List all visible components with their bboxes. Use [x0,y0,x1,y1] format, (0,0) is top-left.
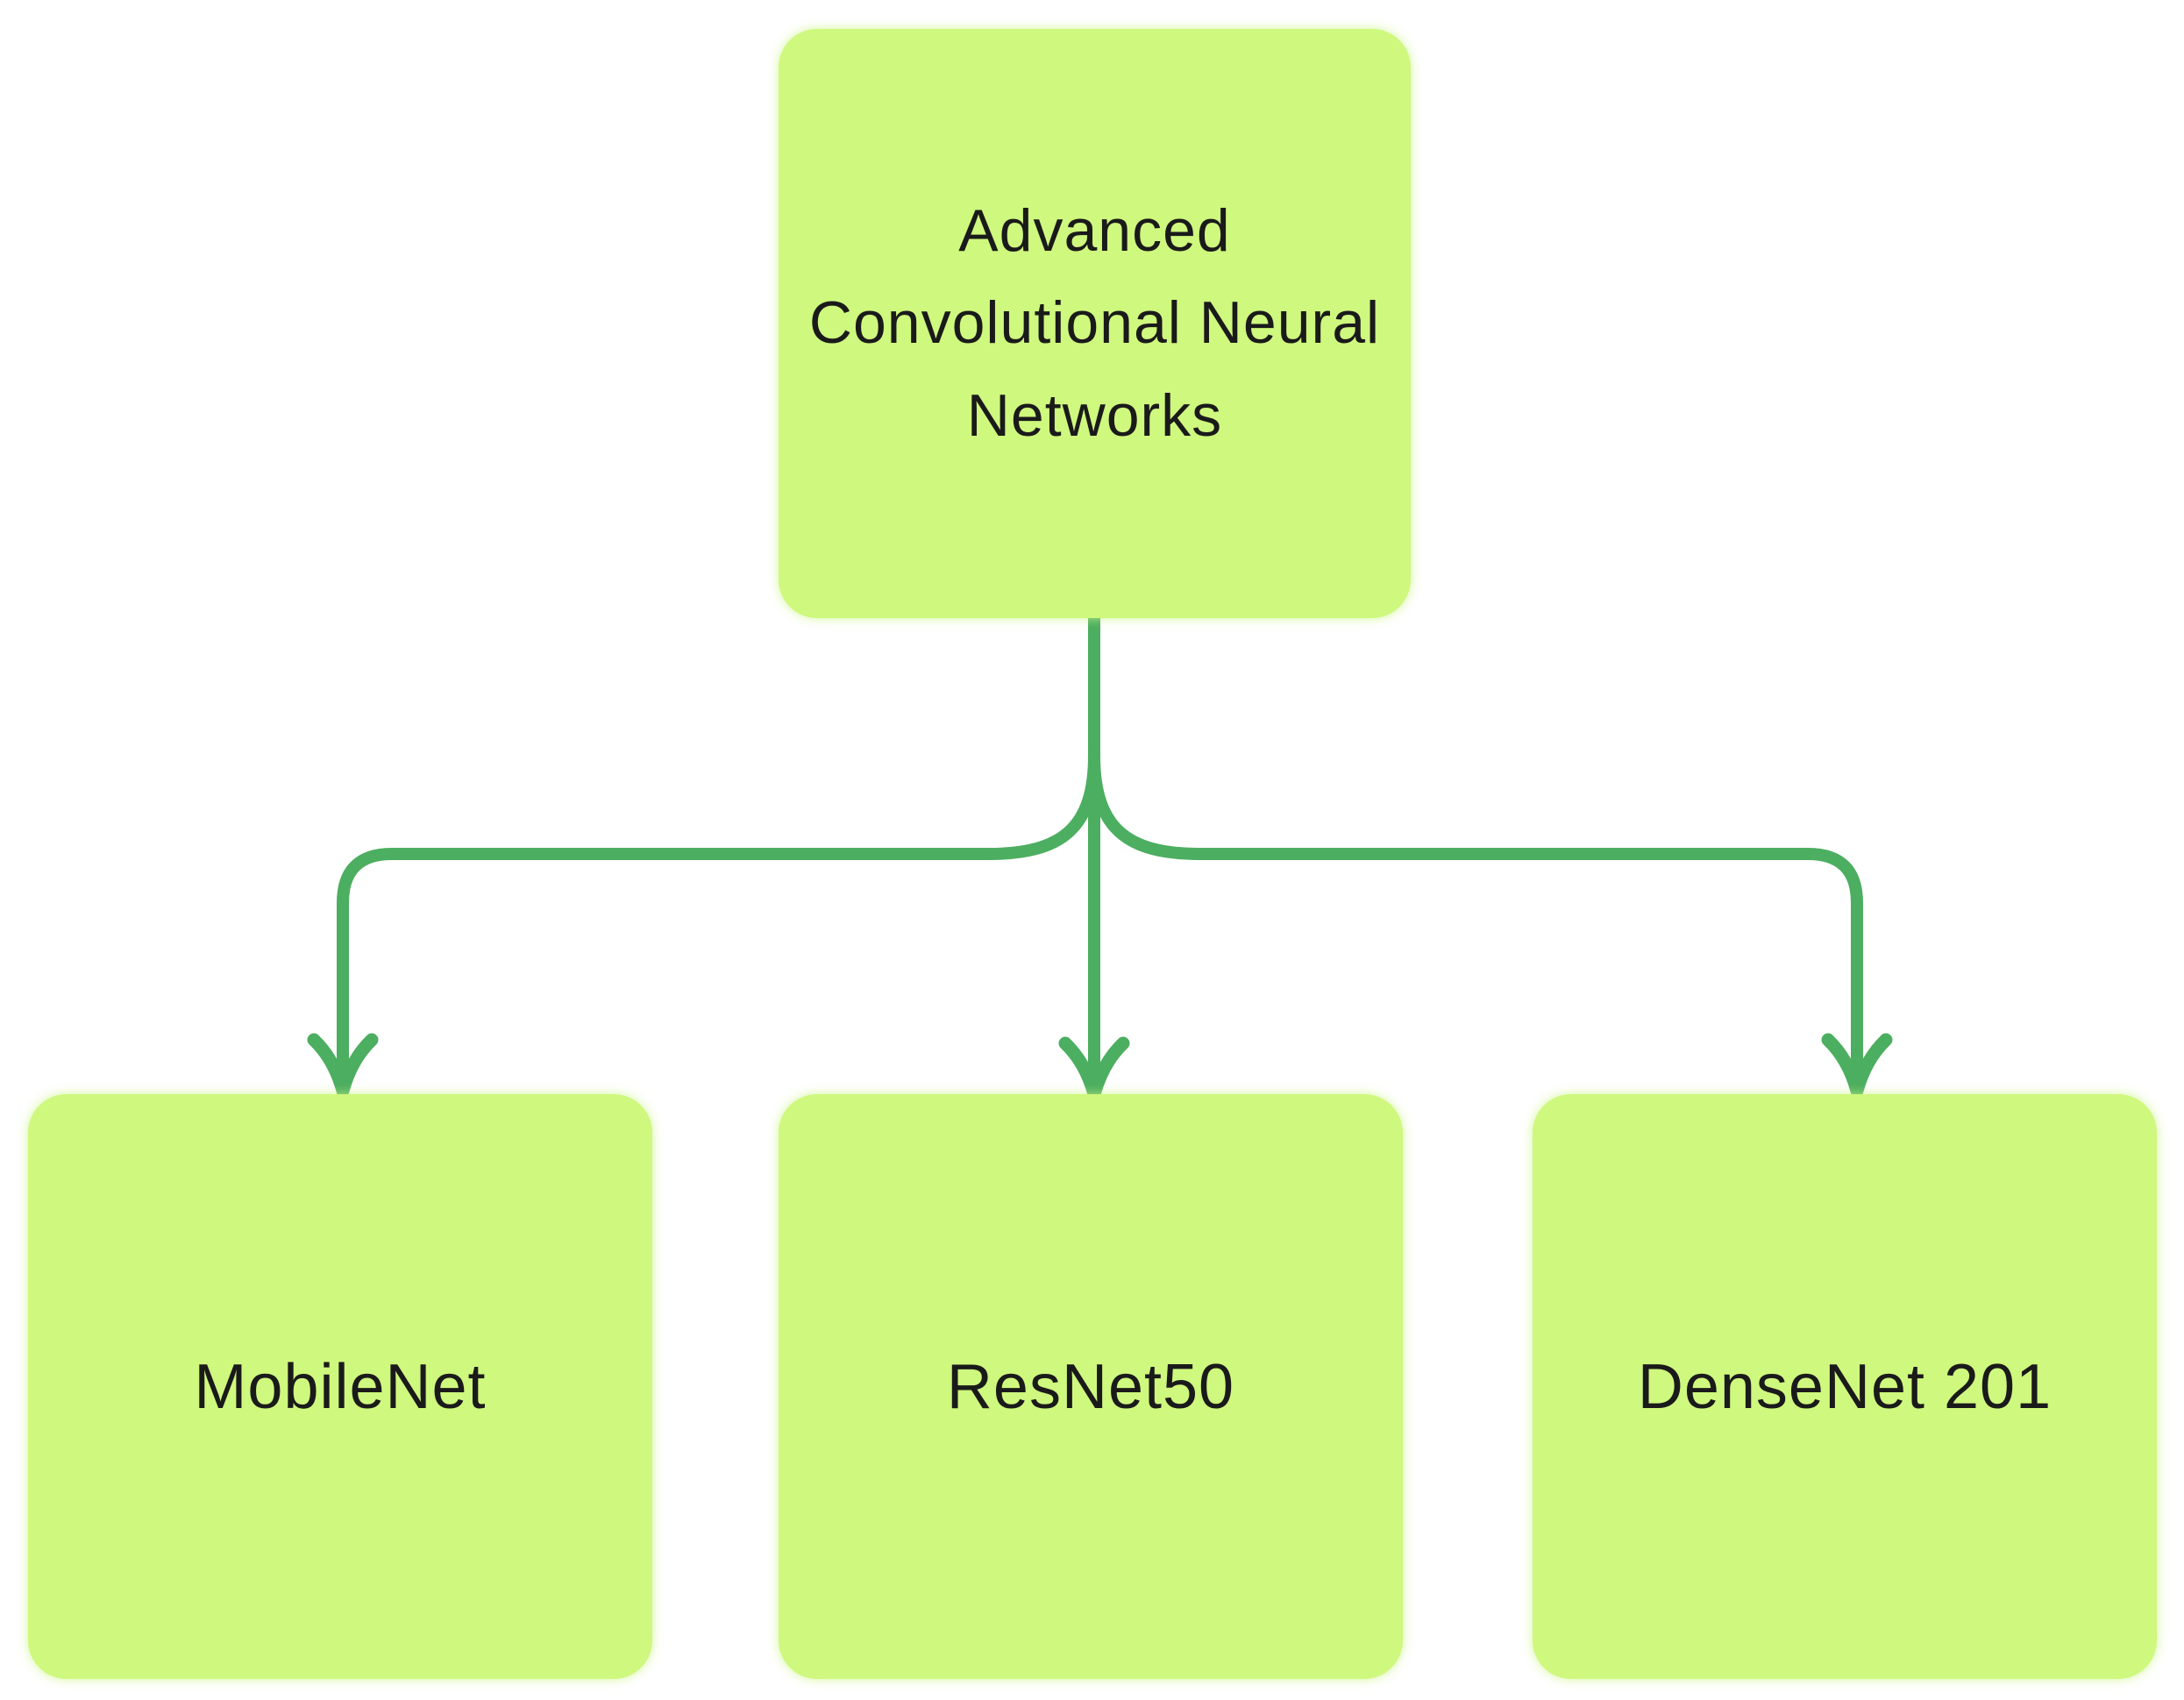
arrowhead-center-icon [1058,1036,1130,1101]
node-resnet50: ResNet50 [779,1094,1403,1679]
node-mobilenet: MobileNet [28,1094,652,1679]
arrowhead-left-icon [307,1033,379,1098]
connector-left-line [337,750,1100,1095]
arrowhead-right-icon [1821,1033,1893,1098]
node-advanced-cnn: Advanced Convolutional Neural Networks [779,29,1411,618]
node-densenet201: DenseNet 201 [1533,1094,2157,1679]
connector-right-line [1088,750,1863,1095]
